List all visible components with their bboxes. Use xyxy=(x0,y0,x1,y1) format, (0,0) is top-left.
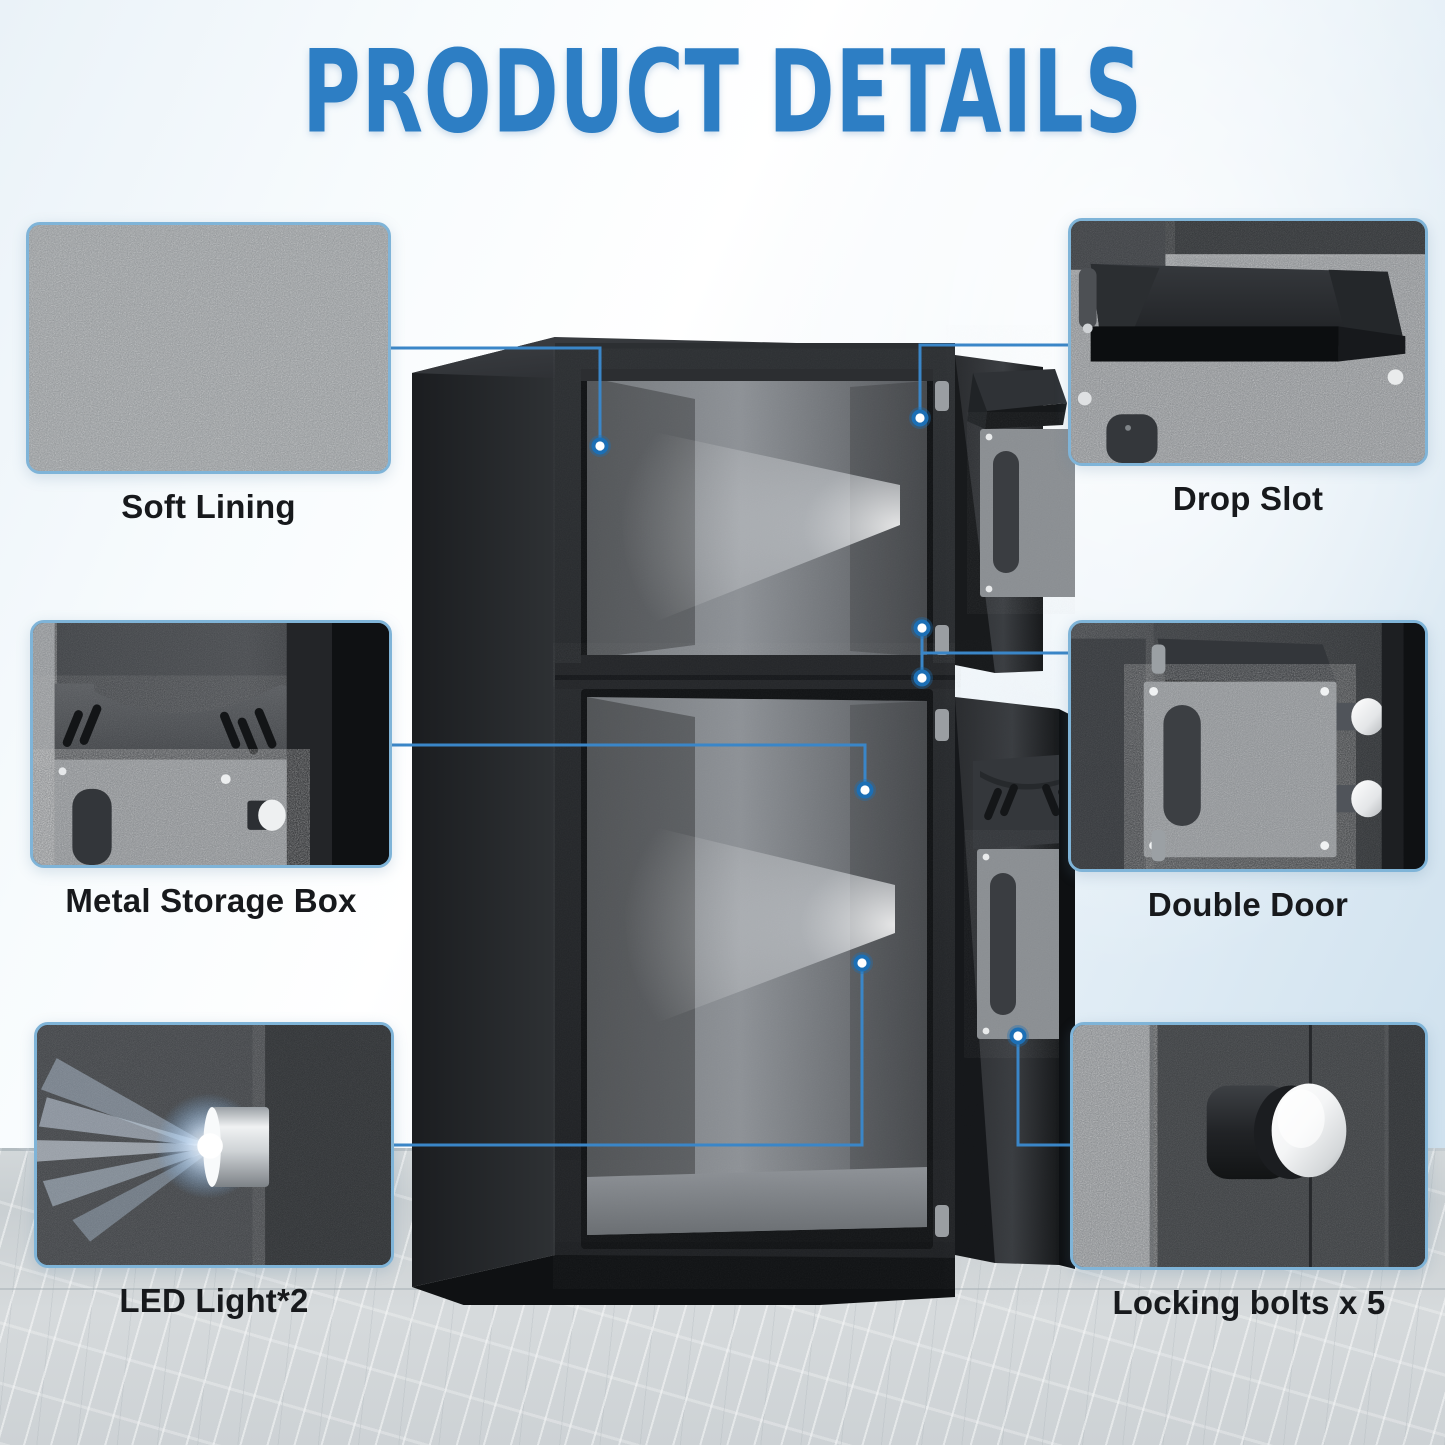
callout-image-drop-slot xyxy=(1068,218,1428,466)
callout-label-locking-bolts: Locking bolts x 5 xyxy=(1112,1284,1386,1321)
callout-drop-slot[interactable]: Drop Slot xyxy=(1068,218,1428,518)
callout-image-double-door xyxy=(1068,620,1428,872)
callout-label-led-light: LED Light*2 xyxy=(119,1282,309,1319)
callout-locking-bolts[interactable]: Locking bolts x 5 xyxy=(1070,1022,1428,1322)
callout-image-locking-bolts xyxy=(1070,1022,1428,1270)
callout-label-soft-lining: Soft Lining xyxy=(121,488,296,525)
page-title: PRODUCT DETAILS xyxy=(302,26,1143,159)
callout-image-metal-storage-box xyxy=(30,620,392,868)
callout-soft-lining[interactable]: Soft Lining xyxy=(26,222,391,526)
callout-label-double-door: Double Door xyxy=(1147,886,1349,923)
callout-image-led-light xyxy=(34,1022,394,1268)
callout-image-soft-lining xyxy=(26,222,391,474)
callout-double-door[interactable]: Double Door xyxy=(1068,620,1428,924)
callout-label-drop-slot: Drop Slot xyxy=(1172,480,1324,517)
callout-metal-storage-box[interactable]: Metal Storage Box xyxy=(30,620,392,920)
safe-illustration xyxy=(412,337,1139,1323)
callout-led-light[interactable]: LED Light*2 xyxy=(34,1022,394,1320)
callout-label-metal-storage-box: Metal Storage Box xyxy=(65,882,357,919)
product-safe-image xyxy=(395,325,1139,1323)
